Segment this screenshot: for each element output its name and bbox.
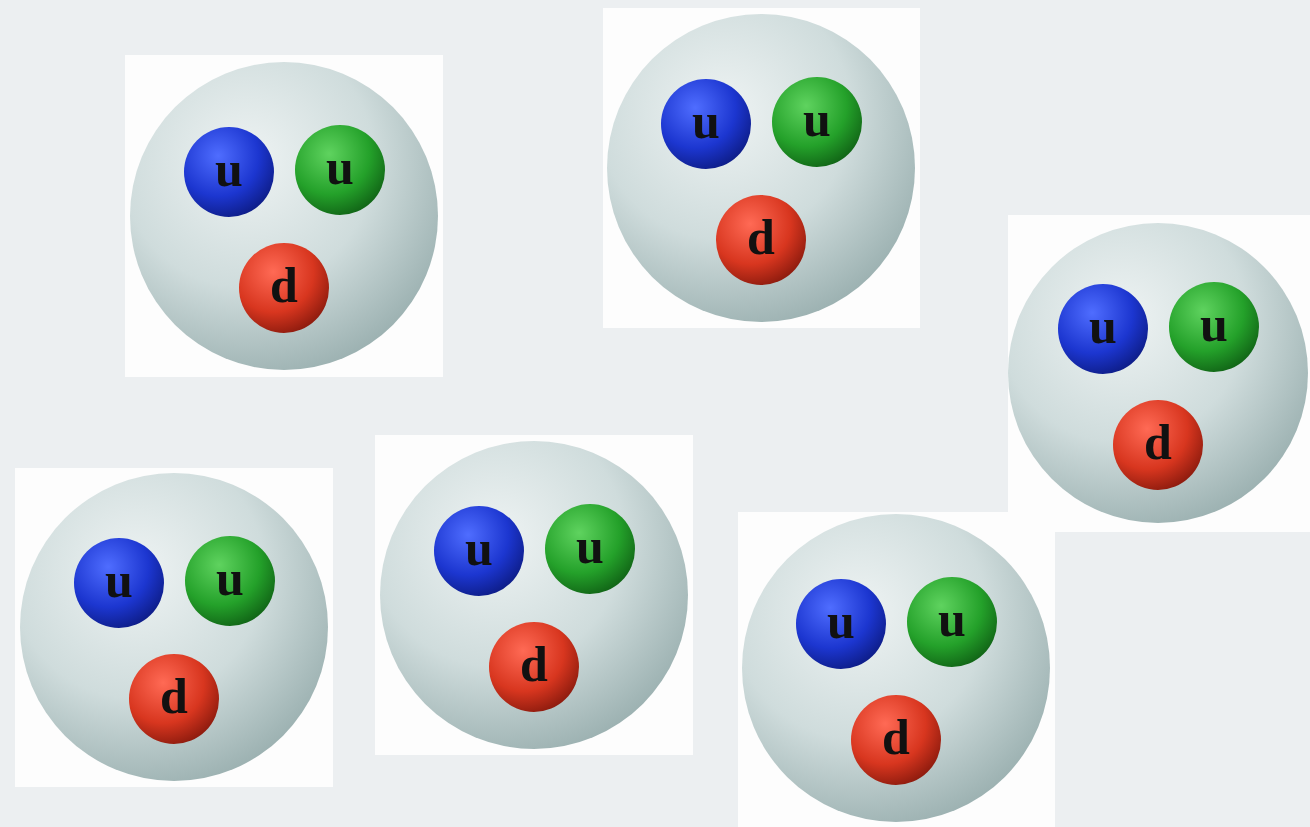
quark-outline: [907, 577, 997, 667]
proton-sphere: u u d: [1007, 222, 1309, 524]
quark-letter: u: [576, 521, 604, 571]
quark-ball: u: [545, 504, 635, 594]
quark-ball: u: [1058, 284, 1148, 374]
quark-letter: u: [326, 142, 354, 192]
proton-sphere: u u d: [19, 472, 329, 782]
proton-sphere: u u d: [129, 61, 439, 371]
quark-ball: u: [185, 536, 275, 626]
quark-ball: u: [295, 125, 385, 215]
photo-backing: [125, 55, 443, 377]
proton-outline: [742, 514, 1050, 822]
quark-outline: [545, 504, 635, 594]
quark-letter: u: [216, 553, 244, 603]
quark-letter: u: [465, 523, 493, 573]
quark-letter: u: [1089, 301, 1117, 351]
quark-ball: u: [796, 579, 886, 669]
proton-sphere: u u d: [606, 13, 916, 323]
quark-outline: [772, 77, 862, 167]
quark-letter: u: [215, 144, 243, 194]
photo-backing: [15, 8, 1310, 827]
quark-letter: d: [1144, 417, 1172, 467]
quark-letter: d: [747, 212, 775, 262]
proton-outline: [607, 14, 915, 322]
quark-ball: d: [489, 622, 579, 712]
quark-ball: u: [1169, 282, 1259, 372]
quark-letter: d: [160, 671, 188, 721]
quark-ball: d: [239, 243, 329, 333]
proton-outline: [380, 441, 688, 749]
quark-ball: d: [129, 654, 219, 744]
photo-backing: [15, 468, 333, 787]
quark-ball: u: [907, 577, 997, 667]
quark-ball: d: [1113, 400, 1203, 490]
quark-outline: [1058, 284, 1148, 374]
quark-letter: u: [938, 594, 966, 644]
proton-outline: [130, 62, 438, 370]
quark-ball: u: [661, 79, 751, 169]
quark-outline: [434, 506, 524, 596]
quark-outline: [796, 579, 886, 669]
quark-ball: u: [184, 127, 274, 217]
quark-letter: u: [692, 96, 720, 146]
proton-outline: [20, 473, 328, 781]
quark-letter: d: [882, 712, 910, 762]
quark-outline: [716, 195, 806, 285]
quark-outline: [74, 538, 164, 628]
quark-outline: [239, 243, 329, 333]
photo-backing: [375, 435, 693, 755]
quark-letter: d: [270, 260, 298, 310]
quark-ball: d: [851, 695, 941, 785]
quark-letter: d: [520, 639, 548, 689]
photo-backing: [603, 8, 920, 328]
photo-backing: [1008, 215, 1310, 532]
proton-sphere: u u d: [379, 440, 689, 750]
quark-letter: u: [803, 94, 831, 144]
quark-outline: [489, 622, 579, 712]
quark-ball: u: [772, 77, 862, 167]
quark-outline: [1113, 400, 1203, 490]
proton-sphere: u u d: [741, 513, 1051, 823]
quark-ball: u: [434, 506, 524, 596]
photo-backing: [738, 512, 1055, 827]
quark-outline: [184, 127, 274, 217]
quark-outline: [1169, 282, 1259, 372]
proton-outline: [1008, 223, 1308, 523]
quark-ball: u: [74, 538, 164, 628]
quark-ball: d: [716, 195, 806, 285]
quark-outline: [661, 79, 751, 169]
quark-outline: [851, 695, 941, 785]
quark-letter: u: [827, 596, 855, 646]
quark-outline: [185, 536, 275, 626]
quark-outline: [129, 654, 219, 744]
quark-letter: u: [1200, 299, 1228, 349]
quark-letter: u: [105, 555, 133, 605]
quark-outline: [295, 125, 385, 215]
